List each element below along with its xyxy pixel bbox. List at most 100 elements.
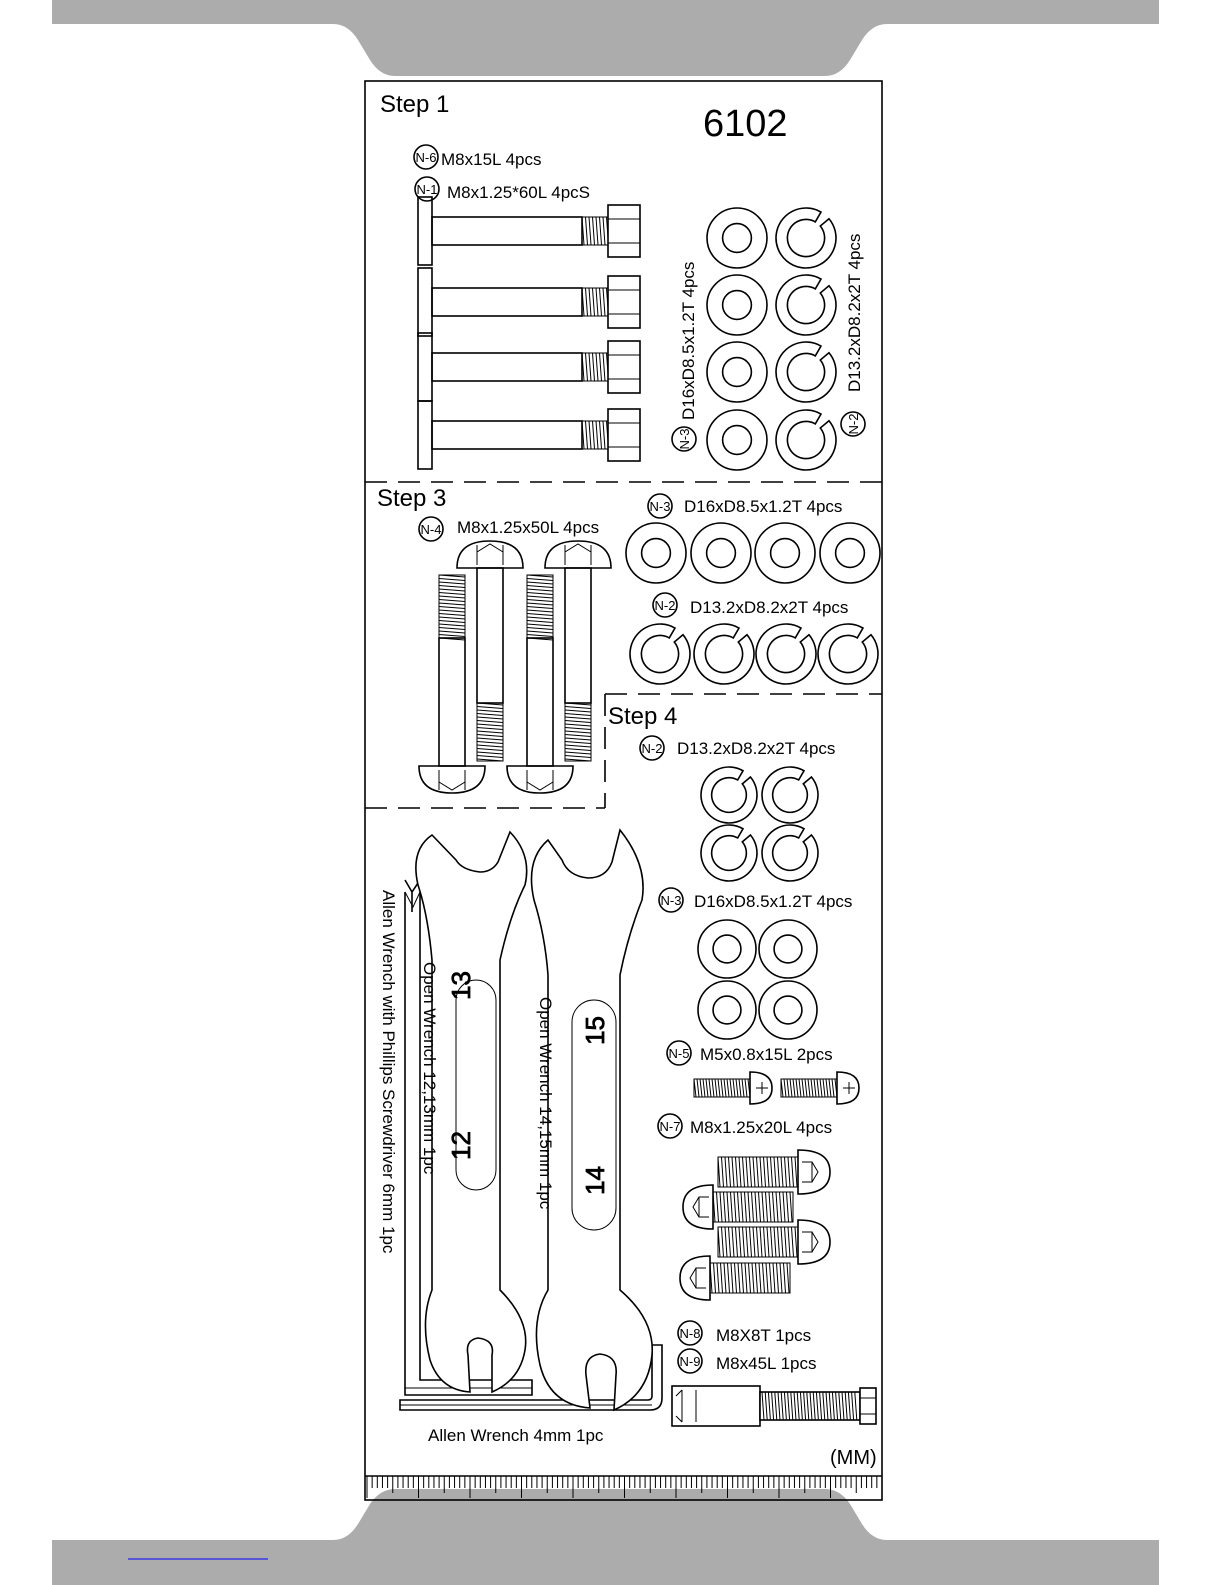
wrench-a-size-bottom: 12 [446,1131,476,1160]
part-callout-t-n5: N-5 M5x0.8x15L 2pcs [666,1040,833,1066]
model-number: 6102 [703,103,788,145]
part-spec: M5x0.8x15L 2pcs [700,1045,833,1064]
thread-line [847,1391,851,1421]
thread-line [780,1391,784,1421]
wrench-b-size-bottom: 14 [580,1166,610,1195]
socket-bolt-with-nut [671,1385,877,1427]
allen-phillips-label: Allen Wrench with Phillips Screwdriver 6… [379,890,398,1254]
thread-line [854,1391,858,1421]
part-callout-s3-n3: N-3 D16xD8.5x1.2T 4pcs [647,493,842,519]
part-spec: M8x1.25x20L 4pcs [690,1118,832,1137]
part-code: N-6 [416,150,437,165]
open-wrench-12-13 [415,830,528,1394]
top-banner [52,0,1159,76]
short-bolt [717,1219,831,1265]
part-code: N-3 [677,429,692,450]
split-washer-row [629,623,879,685]
carriage-bolt [417,400,641,470]
part-code: N-4 [421,522,442,537]
flat-washer-column [706,207,768,471]
part-spec-vertical: D13.2xD8.2x2T 4pcs [845,234,864,392]
part-callout-s3-n2: N-2 D13.2xD8.2x2T 4pcs [652,592,848,618]
part-spec: D16xD8.5x1.2T 4pcs [684,497,842,516]
split-washer [700,824,758,882]
part-callout-n6: N-6 M8x15L 4pcs [413,144,541,170]
thread-line [803,1391,807,1421]
thread-line [790,1391,794,1421]
thread-line [809,1391,813,1421]
split-washer-grid [700,766,819,882]
pan-head-screw [780,1071,860,1105]
wrench-a-label: Open Wrench 12,13mm 1pc [420,962,439,1175]
thread-line [819,1391,823,1421]
part-callout-n1: N-1 M8x1.25*60L 4pcS [414,176,590,202]
flat-washer [819,522,881,584]
thread-line [815,1391,819,1421]
flat-washer [706,409,768,471]
part-code: N-2 [846,414,861,435]
bottom-banner [52,1489,1159,1585]
split-washer [629,623,691,685]
carriage-bolt [417,267,641,337]
thread-line [783,1391,787,1421]
open-wrench-14-15 [530,828,653,1412]
pan-head-screw [693,1071,773,1105]
split-washer [775,207,837,269]
flat-washer-row [625,522,881,584]
part-spec: M8x45L 1pcs [716,1354,816,1373]
part-code: N-2 [655,598,676,613]
part-spec: D13.2xD8.2x2T 4pcs [677,739,835,758]
flat-washer-grid [697,919,818,1040]
wrench-a-size-top: 13 [446,971,476,1000]
thread-line [831,1391,835,1421]
thread-line [835,1391,839,1421]
short-bolt [717,1149,831,1195]
part-spec: M8x1.25*60L 4pcS [447,183,590,202]
wrench-b-label: Open Wrench 14,15mm 1pc [536,997,555,1210]
split-washer [775,274,837,336]
thread-line [777,1391,781,1421]
thread-line [841,1391,845,1421]
part-callout-t-n7: N-7 M8x1.25x20L 4pcs [657,1113,832,1139]
part-callout-t-n9: N-9 M8x45L 1pcs [677,1348,816,1374]
short-bolt [679,1255,791,1301]
split-washer [775,409,837,471]
thread-line [761,1391,765,1421]
thread-line [851,1391,855,1421]
part-code: N-7 [660,1119,681,1134]
thread-line [822,1391,826,1421]
part-code: N-8 [680,1326,701,1341]
short-bolt [682,1184,794,1230]
thread-line [799,1391,803,1421]
button-head-bolt [544,540,612,762]
part-spec: M8X8T 1pcs [716,1326,811,1345]
thread-line [806,1391,810,1421]
flat-washer [697,919,757,979]
thread-line [844,1391,848,1421]
thread-line [767,1391,771,1421]
part-code: N-1 [417,182,438,197]
thread-line [812,1391,816,1421]
part-callout-t-n3: N-3 D16xD8.5x1.2T 4pcs [658,887,852,913]
thread-line [796,1391,800,1421]
part-callout-s3-n4: N-4 M8x1.25x50L 4pcs [418,516,599,542]
split-washer [700,766,758,824]
part-spec: M8x15L 4pcs [441,150,541,169]
wrench-b-size-top: 15 [580,1016,610,1045]
flat-washer [706,207,768,269]
part-code: N-9 [680,1354,701,1369]
short-bolt-set [679,1149,831,1301]
flat-washer [754,522,816,584]
unit-label: (MM) [830,1447,877,1469]
flat-washer [758,980,818,1040]
thread-line [771,1391,775,1421]
carriage-bolt-set [417,196,641,470]
sheet-frame [364,80,883,1501]
allen-4mm-label: Allen Wrench 4mm 1pc [428,1426,604,1445]
split-washer [693,623,755,685]
part-spec: D16xD8.5x1.2T 4pcs [694,892,852,911]
split-washer [775,341,837,403]
part-code: N-5 [669,1046,690,1061]
thread-line [828,1391,832,1421]
